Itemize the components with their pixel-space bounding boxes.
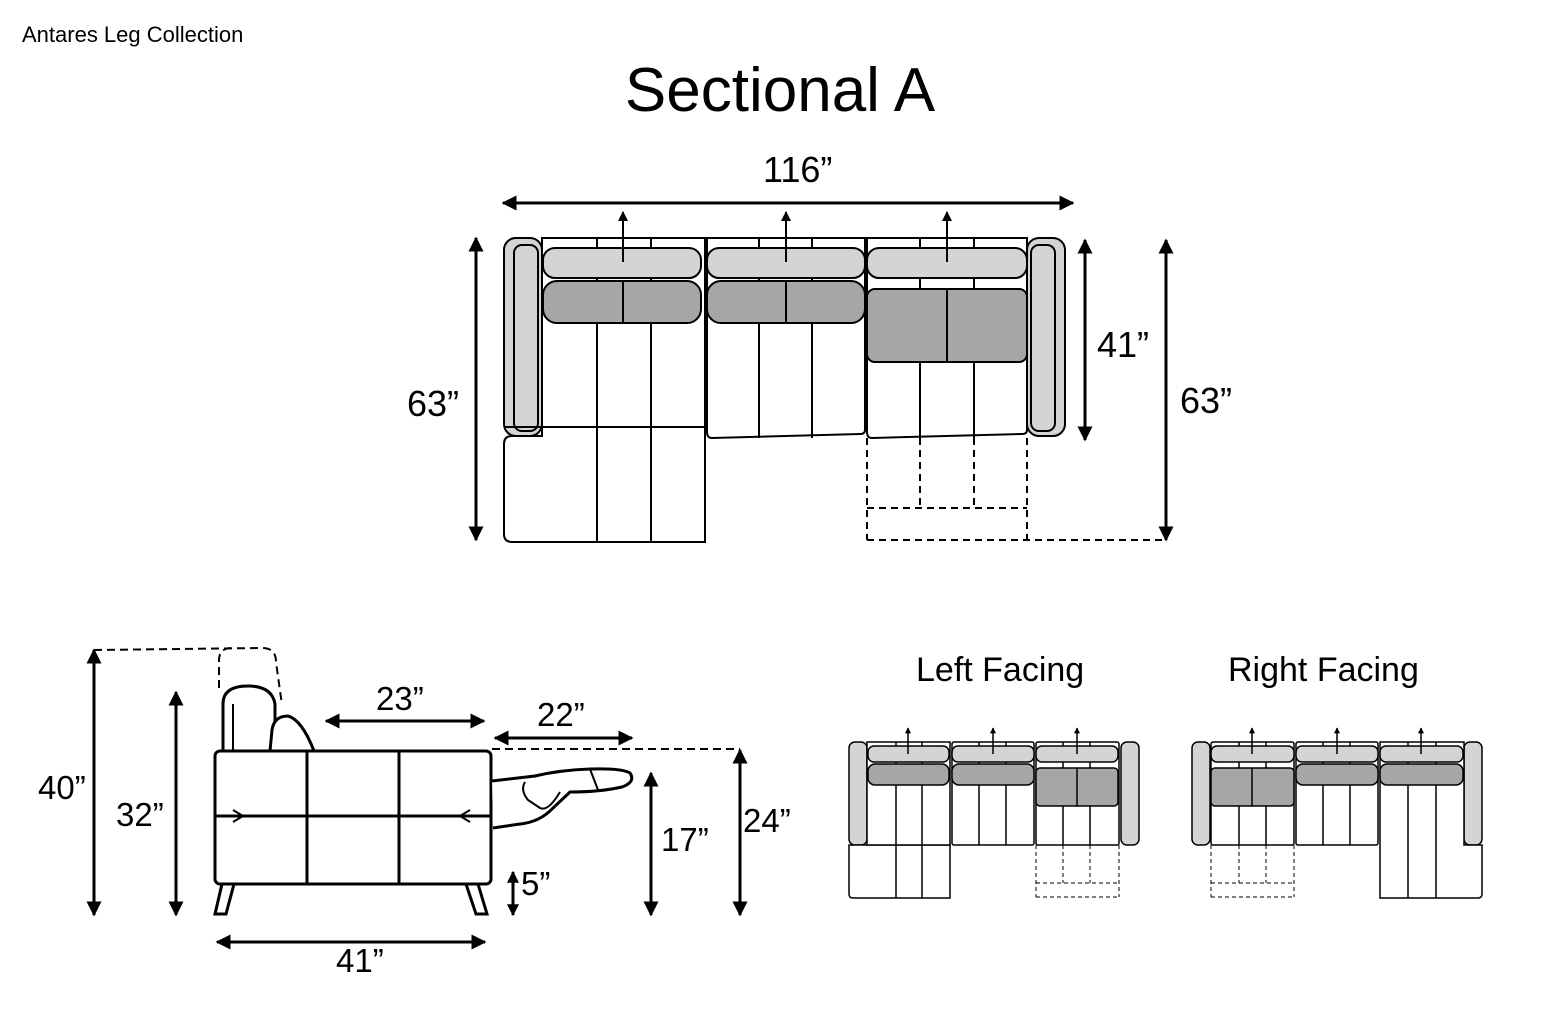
left-depth-label: 63” [407, 383, 460, 424]
side-headrest [268, 714, 316, 752]
right-facing-diagram [1191, 727, 1483, 899]
right-depth-label: 63” [1180, 380, 1233, 421]
back-height-label: 32” [116, 796, 164, 833]
footrest-extension-label: 22” [537, 696, 585, 733]
collection-name: Antares Leg Collection [22, 22, 244, 47]
left-facing-label: Left Facing [916, 651, 1085, 689]
back-depth-label: 41” [1097, 324, 1150, 365]
seat-height-label: 17” [661, 821, 709, 858]
page-title: Sectional A [624, 56, 936, 125]
top-view-plan [468, 195, 1174, 543]
leg-height-label: 5” [521, 865, 551, 902]
reclined-height-label: 40” [38, 769, 86, 806]
overall-depth-label: 41” [336, 942, 384, 979]
seat-depth-label: 23” [376, 680, 424, 717]
left-arm [503, 237, 543, 437]
side-footrest [491, 767, 634, 830]
extended-height-label: 24” [743, 802, 791, 839]
right-facing-label: Right Facing [1228, 651, 1419, 689]
side-leg-back [464, 883, 490, 916]
side-leg-front [213, 883, 236, 916]
left-facing-diagram [848, 727, 1140, 899]
side-back-cushion [221, 684, 277, 751]
right-arm [1026, 237, 1066, 437]
width-label: 116” [763, 149, 833, 190]
side-view-profile [86, 646, 748, 950]
